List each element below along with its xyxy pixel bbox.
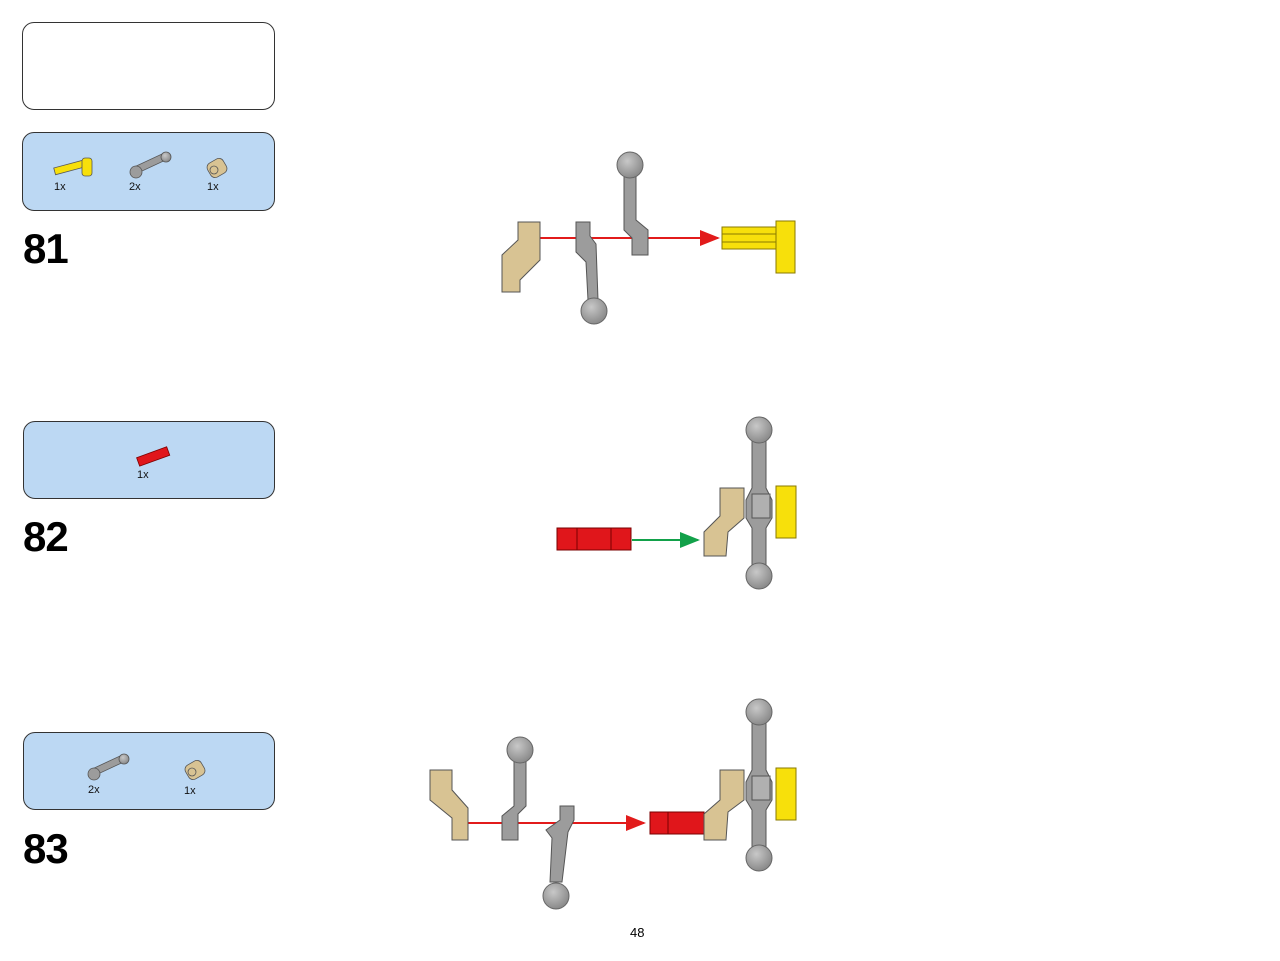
step-83-assembly: [429, 698, 797, 910]
tan-connector: [429, 769, 469, 841]
submodel-callout: [22, 22, 275, 110]
tan-connector-icon: [184, 760, 206, 780]
part-qty: 1x: [207, 181, 219, 193]
ball-joint: [745, 562, 773, 590]
step-number: 82: [23, 513, 69, 560]
part-qty: 2x: [129, 181, 141, 193]
page-number: 48: [630, 925, 645, 940]
gray-ball-link: [501, 757, 527, 841]
gray-ball-link: [623, 174, 649, 256]
red-axle-icon: [136, 446, 171, 467]
tan-connector-icon: [206, 158, 228, 178]
tan-connector: [703, 487, 745, 557]
ball-joint: [616, 151, 644, 179]
yellow-axle-pin: [775, 485, 797, 539]
ball-joint: [745, 844, 773, 872]
yellow-axle-pin-icon: [53, 157, 93, 177]
ball-joint: [506, 736, 534, 764]
yellow-axle-pin: [721, 226, 777, 250]
ball-joint: [542, 882, 570, 910]
ball-joint: [745, 416, 773, 444]
tan-connector: [501, 221, 541, 293]
step-number: 81: [23, 225, 69, 272]
part-qty: 1x: [184, 785, 196, 797]
tan-connector: [703, 769, 745, 841]
ball-joint: [580, 297, 608, 325]
part-qty: 1x: [137, 469, 149, 481]
part-qty: 1x: [54, 181, 66, 193]
gray-ball-link: [545, 805, 575, 883]
ball-joint: [745, 698, 773, 726]
step-number: 83: [23, 825, 69, 872]
red-axle: [556, 527, 632, 551]
gray-ball-link-icon: [87, 753, 130, 781]
gray-ball-link: [575, 221, 599, 301]
gray-ball-link-icon: [129, 151, 172, 179]
red-axle: [649, 811, 705, 835]
step-82-assembly: [556, 416, 797, 590]
step-81-assembly: [501, 151, 796, 325]
yellow-axle-pin: [775, 767, 797, 821]
part-qty: 2x: [88, 784, 100, 796]
